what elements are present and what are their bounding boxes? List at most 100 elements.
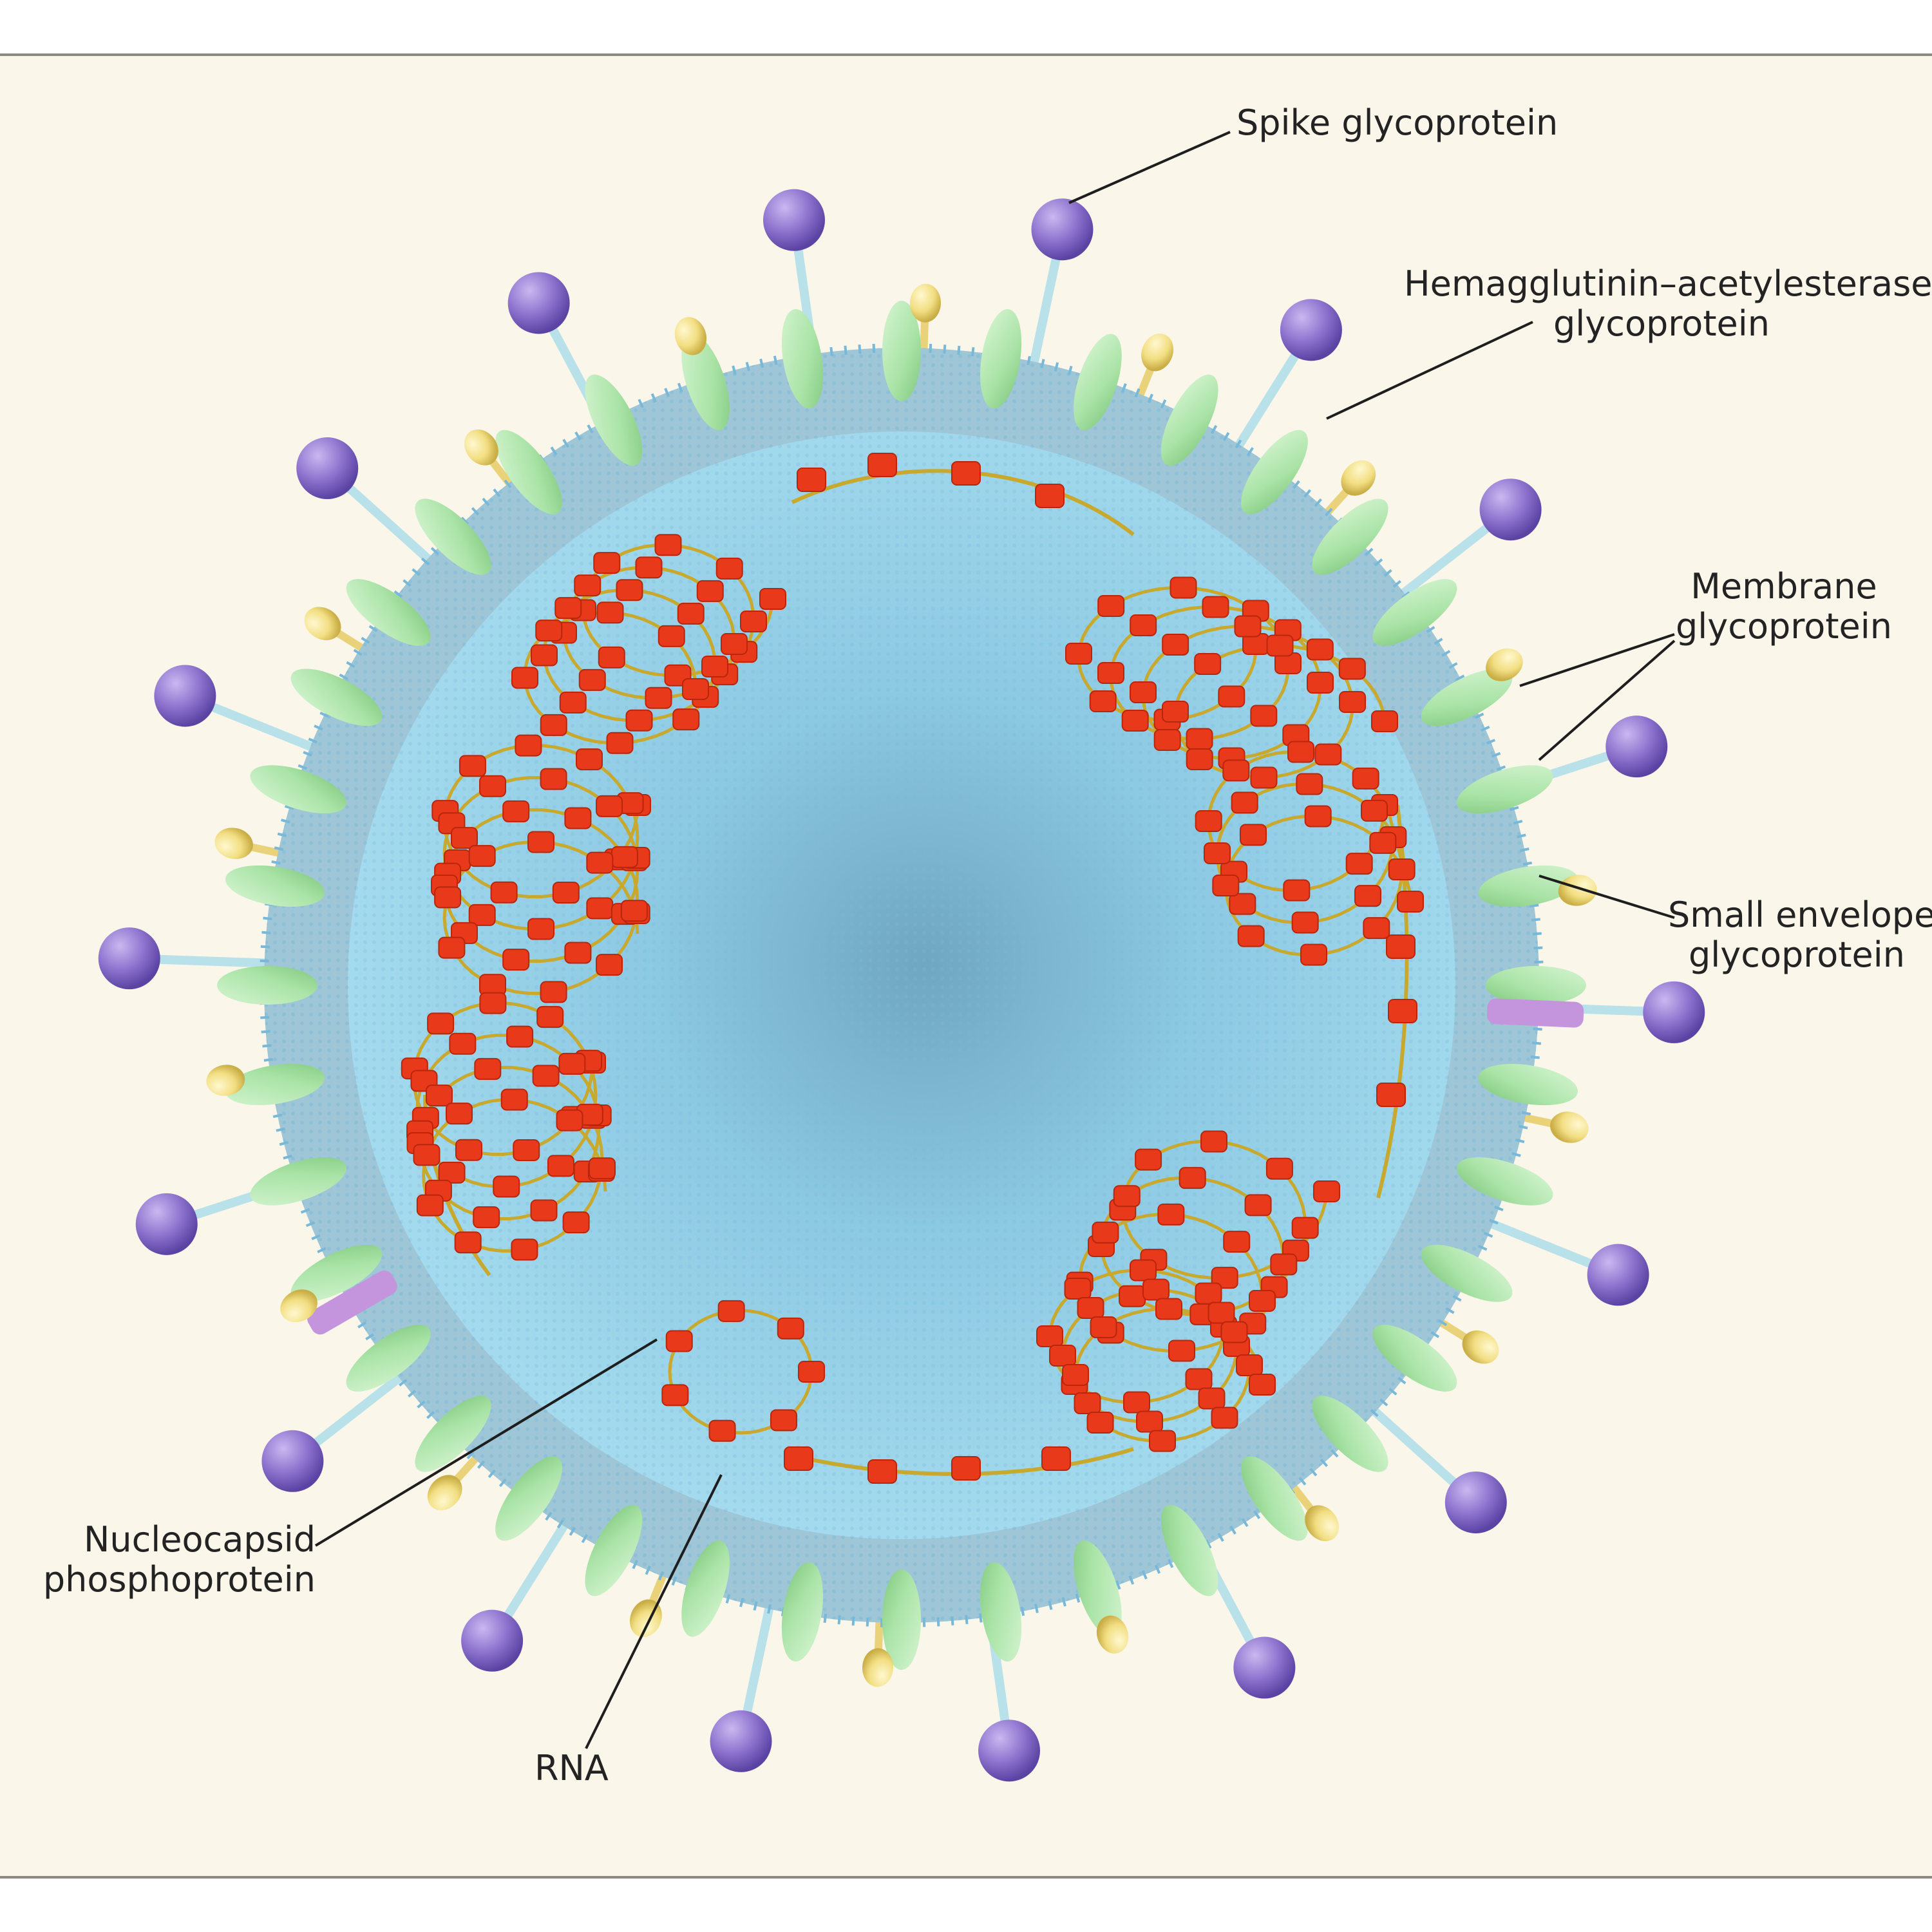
leader-rna	[585, 1474, 723, 1749]
nucleocapsid-unit	[425, 1084, 453, 1107]
nucleocapsid-unit	[1077, 1296, 1104, 1319]
nucleocapsid-unit	[1307, 672, 1334, 694]
nucleocapsid-unit	[1130, 1259, 1157, 1282]
nucleocapsid-unit	[596, 601, 624, 624]
nucleocapsid-unit	[1363, 917, 1390, 940]
nucleocapsid-unit	[468, 904, 496, 926]
spike-head	[1233, 1636, 1296, 1699]
nucleocapsid-unit	[1212, 875, 1240, 896]
label-spike-glycoprotein: Spike glycoprotein	[1236, 103, 1558, 143]
spike-head	[135, 1193, 198, 1255]
spike-head	[1479, 478, 1542, 541]
label-rna-text: RNA	[535, 1748, 609, 1788]
nucleocapsid-unit	[1198, 1387, 1226, 1410]
nucleocapsid-unit	[513, 1139, 540, 1161]
he-head	[1558, 875, 1597, 906]
membrane-protein	[1486, 966, 1586, 1005]
nucleocapsid-unit	[1090, 1316, 1117, 1338]
nucleocapsid-unit	[1162, 701, 1189, 723]
nucleocapsid-unit	[1092, 1221, 1119, 1244]
membrane-protein	[980, 1562, 1022, 1662]
envelope-protein	[307, 1270, 397, 1335]
nucleocapsid-unit	[1240, 824, 1267, 846]
nucleocapsid-unit	[1338, 658, 1366, 680]
nucleocapsid-unit	[1089, 690, 1117, 713]
label-nucleocapsid-line2: phosphoprotein	[43, 1559, 316, 1600]
nucleocapsid-unit	[438, 936, 466, 959]
membrane-protein	[882, 1569, 921, 1670]
nucleocapsid-unit	[645, 687, 672, 709]
nucleocapsid-unit	[540, 981, 567, 1003]
nucleocapsid-unit	[559, 691, 587, 714]
label-hemagglutinin-line1: Hemagglutinin–acetylesterase	[1404, 263, 1932, 304]
he-head	[1341, 460, 1376, 496]
nucleocapsid-unit	[434, 886, 462, 909]
he-head	[1486, 648, 1523, 681]
nucleocapsid-unit	[1123, 1391, 1150, 1414]
nucleocapsid-unit	[1135, 1148, 1162, 1171]
membrane-protein	[1457, 1157, 1553, 1206]
nucleocapsid-unit	[665, 1330, 693, 1352]
nucleocapsid-unit	[576, 748, 603, 771]
label-small-envelope-glycoprotein: Small envelope glycoprotein	[1668, 895, 1932, 975]
nucleocapsid-unit	[562, 1211, 590, 1234]
nucleocapsid-unit	[1049, 1345, 1076, 1367]
nucleocapsid-unit	[531, 644, 558, 667]
he-heads-layer	[206, 283, 1597, 1687]
nucleocapsid-unit	[658, 625, 685, 647]
spike-head	[98, 927, 160, 990]
membrane-protein	[1421, 668, 1513, 726]
nucleocapsid-unit	[777, 1317, 804, 1340]
membrane-protein	[1241, 430, 1308, 515]
nucleocapsid-unit	[1287, 741, 1314, 763]
nucleocapsid-unit	[867, 1459, 897, 1484]
nucleocapsid-unit	[1121, 710, 1149, 732]
spike-head	[154, 665, 216, 727]
nucleocapsid-unit	[1249, 1374, 1276, 1396]
nucleocapsid-unit	[1170, 576, 1197, 599]
nucleocapsid-unit	[1304, 805, 1332, 828]
nucleocapsid-unit	[721, 633, 748, 655]
nucleocapsid-unit	[416, 1194, 444, 1217]
nucleocapsid-unit	[446, 1103, 473, 1125]
nucleocapsid-unit	[493, 1175, 520, 1198]
nucleocapsid-unit	[1204, 842, 1231, 864]
membrane-protein	[415, 498, 491, 575]
membrane-protein	[1312, 1396, 1388, 1472]
nucleocapsid-unit	[593, 552, 621, 574]
membrane-protein	[681, 334, 730, 430]
nucleocapsid-unit	[1149, 1430, 1176, 1452]
nucleocapsid-unit	[620, 900, 648, 922]
membrane-protein	[217, 966, 317, 1005]
nucleocapsid-unit	[468, 845, 496, 867]
nucleocapsid-unit	[1130, 681, 1157, 703]
leader-lines-layer	[314, 131, 1676, 1749]
he-head	[214, 828, 253, 859]
membrane-protein	[781, 1562, 823, 1662]
spike-head	[1031, 198, 1094, 261]
nucleocapsid-unit	[1157, 1203, 1185, 1226]
nucleocapsid-unit	[1291, 1217, 1319, 1239]
he-head	[304, 607, 341, 641]
nucleocapsid-unit	[473, 1206, 500, 1229]
nucleocapsid-unit	[455, 1139, 482, 1161]
nucleocapsid-unit	[1371, 710, 1398, 732]
nucleocapsid-unit	[770, 1409, 797, 1432]
nucleocapsid-unit	[1291, 911, 1319, 934]
nucleocapsid-unit	[1250, 705, 1278, 727]
nucleocapsid-unit	[1142, 1278, 1170, 1301]
nucleocapsid-unit	[951, 461, 981, 486]
nucleocapsid-unit	[459, 755, 486, 777]
leader-membrane-a	[1519, 633, 1675, 687]
nucleocapsid-unit	[596, 795, 623, 817]
he-head	[1305, 1505, 1340, 1542]
membrane-protein	[1457, 765, 1553, 813]
nucleocapsid-unit	[502, 949, 530, 971]
interior-texture	[348, 431, 1455, 1539]
nucleocapsid-unit	[1119, 1285, 1146, 1307]
he-head	[1550, 1112, 1589, 1143]
he-head	[1462, 1330, 1499, 1364]
he-head	[1096, 1615, 1129, 1654]
nucleocapsid-unit	[1283, 879, 1311, 902]
spike-head	[710, 1710, 772, 1772]
